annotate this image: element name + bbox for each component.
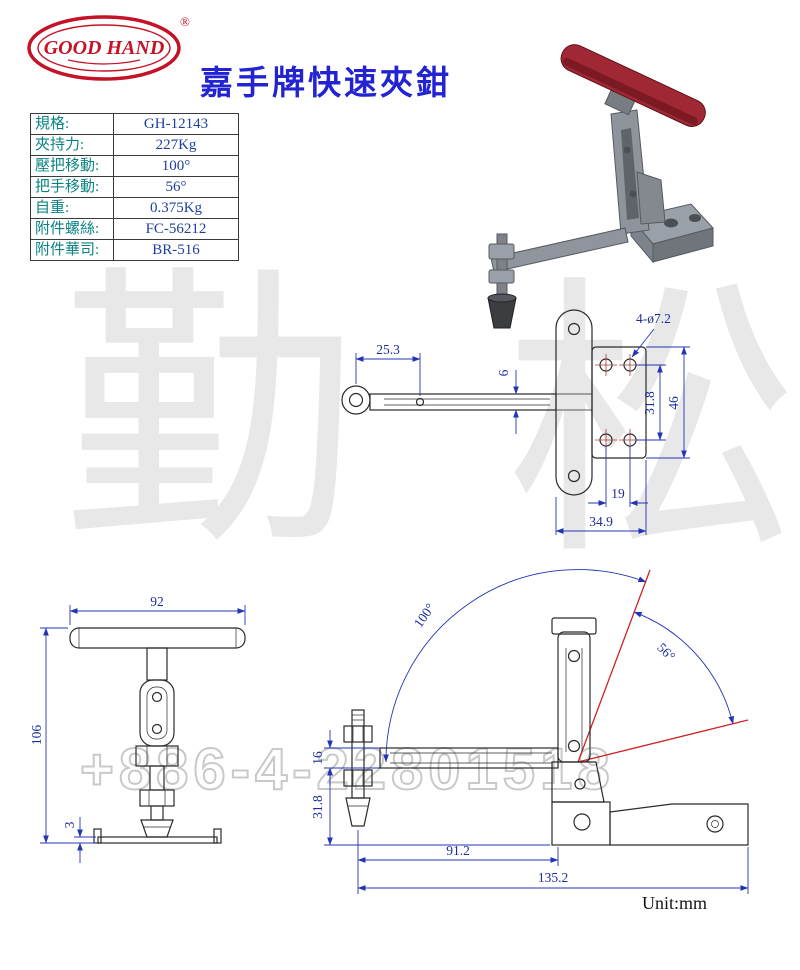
dim-hole-spacing-v-label: 31.8 bbox=[642, 391, 657, 415]
side-view-angle-indicators: 100° 56° bbox=[383, 569, 749, 763]
arm-pin bbox=[415, 397, 425, 407]
dim-arm-reach-label: 91.2 bbox=[446, 843, 470, 858]
spec-label: 附件螺絲: bbox=[30, 218, 114, 240]
linkage-plate-side bbox=[551, 761, 605, 803]
dim-handle-travel-label: 56° bbox=[654, 640, 678, 664]
spec-value: 56° bbox=[113, 176, 239, 198]
logo-text: GOOD HAND bbox=[44, 37, 165, 59]
spindle-end-circle bbox=[341, 385, 371, 415]
mounting-plate-top-view bbox=[591, 346, 647, 459]
base-hole-side bbox=[706, 815, 724, 833]
mounting-holes bbox=[595, 354, 641, 451]
render-vertical-bar bbox=[610, 109, 666, 235]
dim-total-height-label: 106 bbox=[29, 725, 44, 746]
spec-label: 壓把移動: bbox=[30, 155, 114, 177]
side-view-drawing: 100° 56° bbox=[310, 569, 749, 894]
arm-side-view bbox=[379, 747, 559, 769]
spec-label: 規格: bbox=[30, 113, 114, 135]
dim-hole-spacing-h-label: 19 bbox=[611, 486, 625, 501]
render-red-t-handle bbox=[560, 44, 706, 127]
dim-arm-height-label: 16 bbox=[310, 751, 325, 765]
spec-value: FC-56212 bbox=[113, 218, 239, 240]
hex-nut-upper bbox=[135, 745, 179, 767]
front-view-outline bbox=[69, 627, 246, 844]
page-title: 嘉手牌快速夾鉗 bbox=[200, 66, 452, 103]
dim-arm-offset-label: 25.3 bbox=[376, 342, 400, 357]
link-plates-front bbox=[139, 679, 175, 747]
side-view-outline bbox=[343, 617, 749, 846]
arm-top-view bbox=[369, 393, 557, 411]
clamp-3d-render bbox=[487, 44, 714, 329]
spec-value: GH-12143 bbox=[113, 113, 239, 135]
table-row: 壓把移動: 100° bbox=[30, 155, 239, 177]
side-view-dimensions: 16 31.8 91.2 135.2 bbox=[310, 730, 749, 894]
top-view-drawing: 25.3 6 4-ø7.2 31.8 46 19 34.9 bbox=[341, 309, 690, 535]
unit-label: Unit:mm bbox=[642, 893, 708, 913]
table-row: 把手移動: 56° bbox=[30, 176, 239, 198]
dim-base-thickness-label: 3 bbox=[62, 821, 77, 828]
table-row: 附件螺絲: FC-56212 bbox=[30, 218, 239, 240]
spec-value: BR-516 bbox=[113, 239, 239, 261]
dim-plate-width-label: 34.9 bbox=[589, 514, 613, 529]
rubber-tip-front bbox=[140, 819, 174, 838]
rubber-tip-side bbox=[345, 797, 371, 827]
spec-table: 規格: GH-12143 夾持力: 227Kg 壓把移動: 100° 把手移動:… bbox=[30, 113, 239, 261]
handle-travel-arc bbox=[633, 611, 735, 725]
base-bracket-side bbox=[551, 801, 749, 846]
dim-press-travel-label: 100° bbox=[411, 601, 438, 631]
logo-inner-oval bbox=[37, 24, 171, 72]
watermark-character-left: 勤 bbox=[62, 252, 357, 579]
table-row: 附件華司: BR-516 bbox=[30, 239, 239, 261]
handle-stem bbox=[146, 647, 168, 681]
handle-socket-side bbox=[551, 617, 597, 635]
watermark-character-right: 松 bbox=[505, 262, 800, 589]
dim-holes-label: 4-ø7.2 bbox=[636, 311, 671, 326]
handle-bar-top-view bbox=[555, 309, 593, 496]
base-hole-side bbox=[573, 813, 591, 831]
spec-value: 100° bbox=[113, 155, 239, 177]
t-handle-front bbox=[69, 627, 246, 649]
render-mount-hole bbox=[689, 214, 701, 222]
render-clamp-arm bbox=[490, 227, 629, 273]
press-travel-arc bbox=[383, 569, 647, 763]
dim-plate-height-label: 46 bbox=[666, 396, 681, 410]
handle-travel-line-upper bbox=[577, 569, 651, 763]
spec-label: 夾持力: bbox=[30, 134, 114, 156]
front-view-dimensions: 92 106 3 bbox=[29, 594, 246, 863]
spindle-side-view bbox=[343, 709, 373, 827]
dim-clamp-height-label: 31.8 bbox=[310, 795, 325, 819]
top-view-dimensions: 25.3 6 4-ø7.2 31.8 46 19 34.9 bbox=[355, 311, 690, 535]
registered-trademark: ® bbox=[180, 14, 190, 29]
hex-nut-lower bbox=[139, 789, 175, 807]
table-row: 自重: 0.375Kg bbox=[30, 197, 239, 219]
dim-total-length-label: 135.2 bbox=[538, 870, 568, 885]
render-linkage-plate bbox=[636, 171, 666, 225]
spec-label: 自重: bbox=[30, 197, 114, 219]
table-row: 規格: GH-12143 bbox=[30, 113, 239, 135]
goodhand-logo: GOOD HAND ® bbox=[27, 14, 190, 81]
render-spindle bbox=[487, 233, 517, 329]
base-plate-front bbox=[97, 836, 218, 844]
spindle-shaft-front bbox=[149, 765, 165, 791]
handle-travel-line-lower bbox=[577, 719, 749, 763]
table-row: 夾持力: 227Kg bbox=[30, 134, 239, 156]
logo-flourish bbox=[67, 59, 141, 65]
dim-handle-width-label: 92 bbox=[150, 594, 164, 609]
spec-label: 附件華司: bbox=[30, 239, 114, 261]
spec-value: 227Kg bbox=[113, 134, 239, 156]
spec-label: 把手移動: bbox=[30, 176, 114, 198]
logo-outer-oval bbox=[27, 15, 181, 81]
render-mount-hole bbox=[664, 218, 678, 228]
top-view-outline bbox=[341, 309, 647, 496]
dim-slot-width-label: 6 bbox=[496, 369, 511, 376]
front-view-drawing: 92 106 3 bbox=[29, 594, 246, 863]
spec-value: 0.375Kg bbox=[113, 197, 239, 219]
